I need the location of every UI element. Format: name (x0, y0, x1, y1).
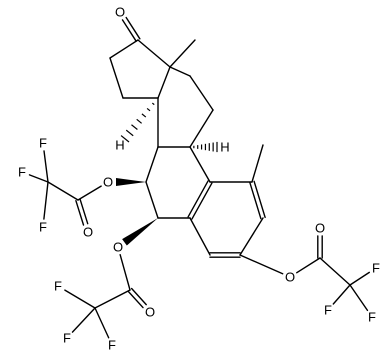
bond-double-a21-a22 (209, 252, 241, 258)
bond-single-a33-a34 (64, 289, 96, 309)
atom-label: H (220, 140, 229, 155)
atom-F-a43: F (369, 261, 383, 276)
bond-single-a14-a15 (145, 181, 159, 219)
bond-wedge-a15-a30 (122, 218, 158, 246)
bond-single-a6-a2 (137, 39, 171, 68)
bond-single-a38-a40 (319, 257, 351, 286)
bond-single-a20-a21 (239, 217, 264, 256)
atom-label: F (108, 338, 116, 353)
bond-single-a26-a29 (43, 181, 49, 220)
atom-label: F (63, 331, 71, 346)
atom-label: O (83, 225, 93, 240)
bond-single-a40-a41 (332, 284, 351, 305)
bond-single-a37-a38 (296, 257, 321, 274)
atom-F-a35: F (60, 331, 74, 346)
bond-single-a33-a35 (71, 307, 96, 333)
bond-hash-a5-a12 (120, 97, 159, 143)
bond-wedge-a14-a23 (116, 178, 146, 186)
bond-single-a8-a9 (189, 75, 214, 111)
bond-single-a31-a33 (94, 289, 131, 309)
atom-F-a29: F (36, 220, 50, 235)
bond-single-a3-a4 (109, 57, 124, 99)
bond-single-a2-a3 (109, 39, 139, 59)
bond-single-a33-a36 (94, 307, 110, 339)
atom-O-a30: O (111, 240, 125, 255)
bond-single-a40-a42 (349, 284, 369, 312)
atom-H-a12: H (113, 138, 127, 153)
atom-H-a13: H (218, 140, 232, 155)
atom-label: O (285, 270, 295, 285)
bond-single-a17-a10 (189, 146, 211, 183)
atom-F-a41: F (321, 303, 335, 318)
atom-label: O (103, 175, 113, 190)
bond-single-a6-a8 (169, 66, 191, 77)
atom-label: F (368, 310, 376, 325)
bond-double-a24-a25 (75, 198, 89, 226)
bond-single-a9-a10 (189, 109, 214, 148)
bond-single-a26-a28 (43, 150, 49, 183)
atom-O-a39: O (313, 221, 327, 236)
bond-single-a22-a16 (189, 217, 211, 256)
atom-label: F (324, 303, 332, 318)
atom-label: O (113, 240, 123, 255)
atom-O-a32: O (143, 305, 157, 320)
atom-O-a25: O (81, 225, 95, 240)
bond-single-a24-a26 (47, 181, 79, 201)
bond-hash-a10-a13 (189, 141, 218, 153)
bond-single-a11-a14 (145, 146, 159, 183)
atom-label: O (115, 5, 125, 20)
bond-double-a16-a17 (187, 180, 213, 220)
atom-F-a36: F (105, 338, 119, 353)
atom-O-a1: O (113, 5, 127, 20)
atom-label: F (39, 136, 47, 151)
atom-F-a42: F (365, 310, 379, 325)
atom-label: F (372, 261, 380, 276)
atom-label: O (145, 305, 155, 320)
atom-label: F (39, 220, 47, 235)
atom-F-a28: F (36, 136, 50, 151)
atom-F-a34: F (51, 279, 65, 294)
bond-double-a1-a2 (121, 16, 141, 42)
atom-label: F (54, 279, 62, 294)
bond-single-a26-a27 (28, 174, 49, 183)
bond-single-a40-a43 (349, 271, 371, 286)
bond-double-a38-a39 (317, 235, 323, 259)
atom-label: F (18, 165, 26, 180)
atom-O-a37: O (283, 270, 297, 285)
bond-single-a23-a24 (77, 185, 102, 201)
bond-single-a18-a19 (251, 144, 264, 183)
bond-double-a18-a20 (249, 180, 266, 220)
atom-label: O (315, 221, 325, 236)
atom-O-a23: O (101, 175, 115, 190)
bond-single-a5-a6 (157, 66, 171, 99)
bond-layer (28, 16, 371, 339)
atom-F-a27: F (15, 165, 29, 180)
bond-single-a21-a37 (239, 254, 284, 275)
bond-single-a6-a7 (169, 39, 196, 68)
bond-double-a31-a32 (127, 287, 147, 309)
atom-label: H (115, 138, 124, 153)
bond-single-a30-a31 (119, 254, 131, 291)
